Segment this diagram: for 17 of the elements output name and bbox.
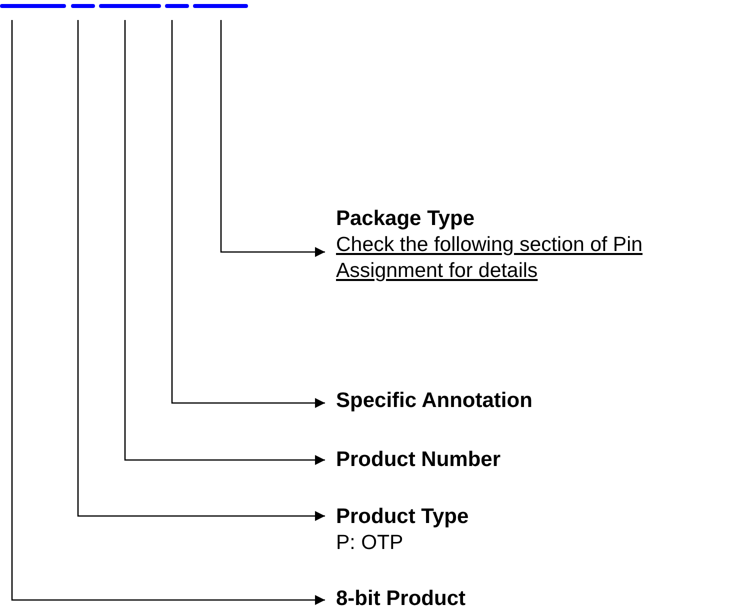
heading-text: Package Type: [336, 206, 476, 232]
description-text: P: OTP: [336, 530, 404, 556]
arrow: [77, 20, 325, 521]
arrow: [11, 20, 325, 605]
arrow: [124, 20, 325, 465]
segment-bar: [165, 4, 189, 8]
heading-text: Product Type: [336, 504, 470, 530]
segment-bar: [193, 4, 248, 8]
heading-text: Product Number: [336, 447, 502, 473]
arrow: [220, 20, 325, 257]
segment-bar: [0, 4, 66, 8]
heading-text: 8-bit Product: [336, 589, 466, 609]
segment-bar: [71, 4, 95, 8]
description-text: Check the following section of Pin Assignment for details: [336, 232, 644, 284]
segment-bar: [99, 4, 161, 8]
heading-text: Specific Annotation: [336, 388, 534, 414]
arrow: [171, 20, 325, 408]
